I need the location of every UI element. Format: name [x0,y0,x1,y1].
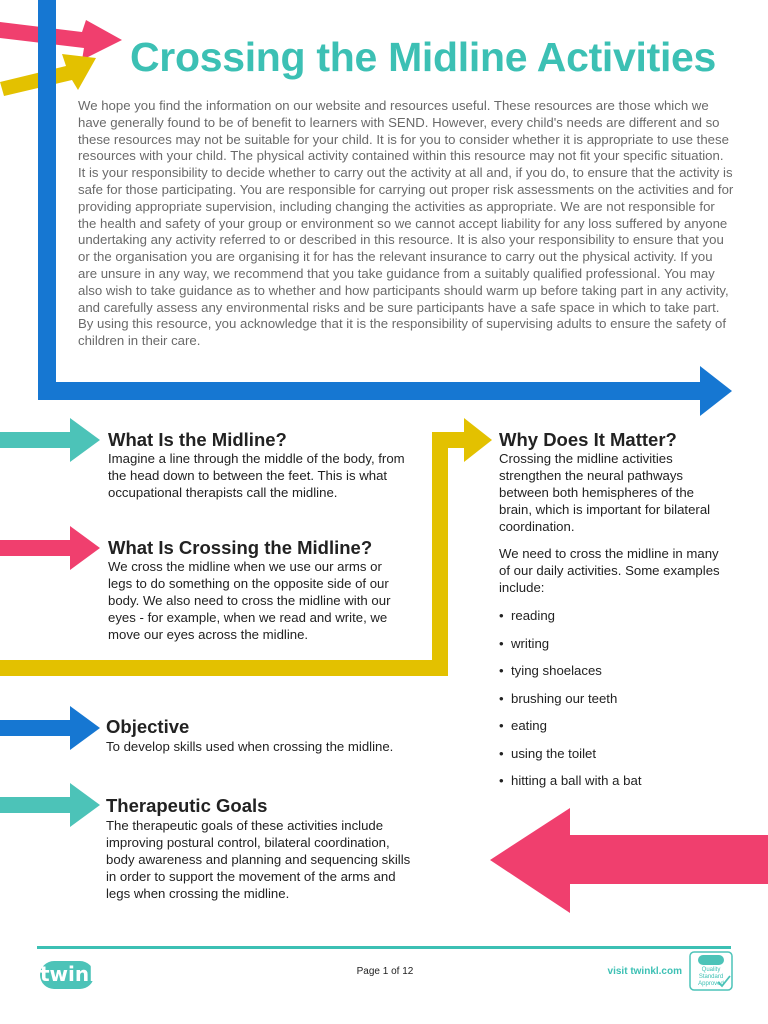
arrow-left-icon [490,808,768,913]
examples-list: reading writing tying shoelaces brushing… [499,607,739,800]
section-heading-midline: What Is the Midline? [108,429,287,450]
arrow-right-icon [70,418,100,462]
teal-arrow-shaft [0,797,72,813]
list-item: reading [499,607,739,635]
section-body-crossing: We cross the midline when we use our arm… [108,559,391,642]
blue-frame-horizontal [38,382,702,400]
list-item: eating [499,717,739,745]
arrow-right-icon [700,366,732,416]
visit-link[interactable]: visit twinkl.com [607,966,682,977]
list-item: using the toilet [499,745,739,773]
check-icon [717,975,731,988]
section-heading-crossing: What Is Crossing the Midline? [108,537,373,558]
section-heading-why: Why Does It Matter? [499,429,677,450]
section-heading-objective: Objective [106,716,190,737]
blue-frame-vertical [38,0,56,400]
list-item: writing [499,635,739,663]
arrow-right-icon [70,706,100,750]
twinkl-logo-shape [40,961,94,989]
badge-label: Quality Standard Approved [698,967,724,987]
section-heading-goals: Therapeutic Goals [106,795,268,816]
list-item: hitting a ball with a bat [499,772,739,800]
disclaimer-text: We hope you find the information on our … [78,98,734,349]
teal-arrow-shaft [0,432,72,448]
yellow-frame-top [432,432,466,448]
arrow-right-icon [0,20,122,60]
page-title: Crossing the Midline Activities [130,34,717,80]
arrow-right-icon [70,526,100,570]
section-body-why-1: Crossing the midline activities strength… [499,451,711,534]
yellow-frame-horizontal [0,660,448,676]
page-number: Page 1 of 12 [356,966,414,977]
arrow-right-icon [464,418,492,462]
section-body-goals: The therapeutic goals of these activitie… [106,818,411,901]
footer-divider [37,946,731,949]
yellow-frame-vertical [432,432,448,676]
pink-arrow-shaft [0,540,72,556]
arrow-right-icon [70,783,100,827]
blue-arrow-shaft [0,720,72,736]
section-body-why-2: We need to cross the midline in many of … [499,546,720,595]
twinkl-logo[interactable]: twinkl [40,962,110,986]
badge-logo-shape [698,955,724,965]
list-item: brushing our teeth [499,690,739,718]
section-body-objective: To develop skills used when crossing the… [106,739,394,754]
section-body-midline: Imagine a line through the middle of the… [108,451,405,500]
list-item: tying shoelaces [499,662,739,690]
